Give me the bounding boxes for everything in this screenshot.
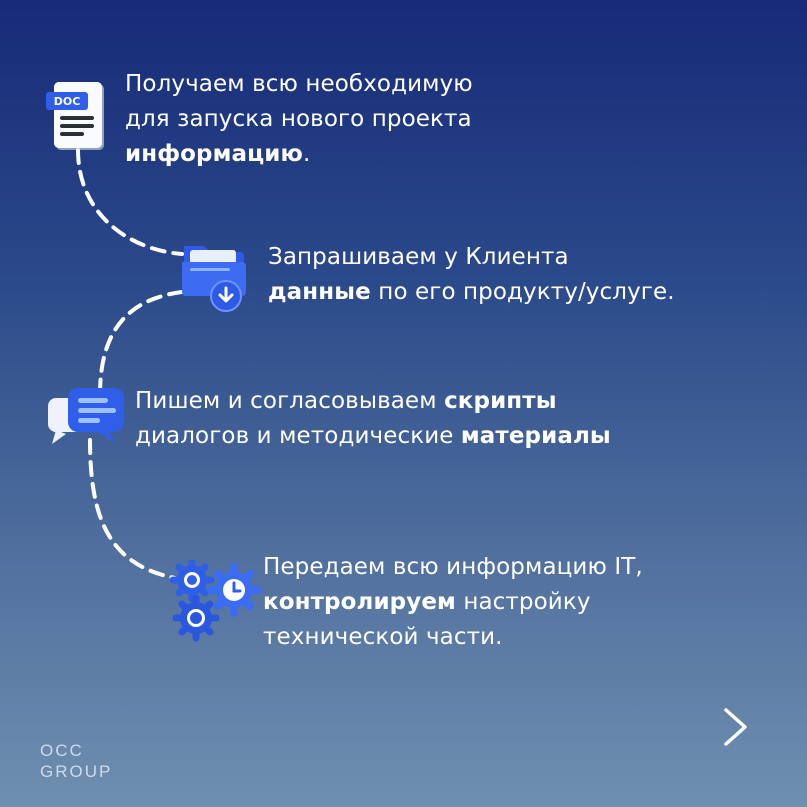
step-3-line-1-head: Пишем и согласовываем bbox=[135, 388, 445, 414]
step-1-line-2: для запуска нового проекта bbox=[125, 106, 472, 132]
step-3-text: Пишем и согласовываем скрипты диалогов и… bbox=[135, 384, 611, 454]
step-1-tail: . bbox=[302, 141, 311, 167]
gears-icon bbox=[170, 560, 261, 642]
step-2-bold: данные bbox=[268, 279, 371, 305]
step-4-line-3: технической части. bbox=[263, 624, 503, 650]
step-2-line-1: Запрашиваем у Клиента bbox=[268, 244, 569, 270]
step-2-text: Запрашиваем у Клиента данные по его прод… bbox=[268, 240, 675, 310]
step-3-bold-2: материалы bbox=[460, 423, 611, 449]
step-4-line-2: контролируем настройку bbox=[263, 585, 643, 620]
step-4-bold: контролируем bbox=[263, 589, 456, 615]
folder-download-icon bbox=[182, 246, 246, 312]
step-1-bold: информацию bbox=[125, 141, 303, 167]
step-3-line-1: Пишем и согласовываем скрипты bbox=[135, 384, 611, 419]
step-3-line-2-head: диалогов и методические bbox=[135, 423, 461, 449]
step-4-line-1: Передаем всю информацию IT, bbox=[263, 554, 643, 580]
step-2-tail: по его продукту/услуге. bbox=[370, 279, 675, 305]
step-1-line-3: информацию. bbox=[125, 137, 473, 172]
step-2-line-2: данные по его продукту/услуге. bbox=[268, 275, 675, 310]
logo-line-2: GROUP bbox=[40, 762, 113, 781]
doc-icon-label: DOC bbox=[54, 95, 81, 108]
document-icon: DOC bbox=[46, 82, 104, 150]
logo-line-1: OCC bbox=[40, 741, 84, 760]
step-3-bold-1: скрипты bbox=[444, 388, 557, 414]
chat-bubbles-icon bbox=[48, 388, 124, 444]
arrow-right-icon[interactable] bbox=[430, 700, 755, 756]
step-3-line-2: диалогов и методические материалы bbox=[135, 419, 611, 454]
step-4-text: Передаем всю информацию IT, контролируем… bbox=[263, 550, 643, 655]
step-4-tail: настройку bbox=[455, 589, 591, 615]
step-1-line-1: Получаем всю необходимую bbox=[125, 71, 473, 97]
step-1-text: Получаем всю необходимую для запуска нов… bbox=[125, 67, 473, 172]
brand-logo: OCC GROUP bbox=[40, 740, 112, 782]
